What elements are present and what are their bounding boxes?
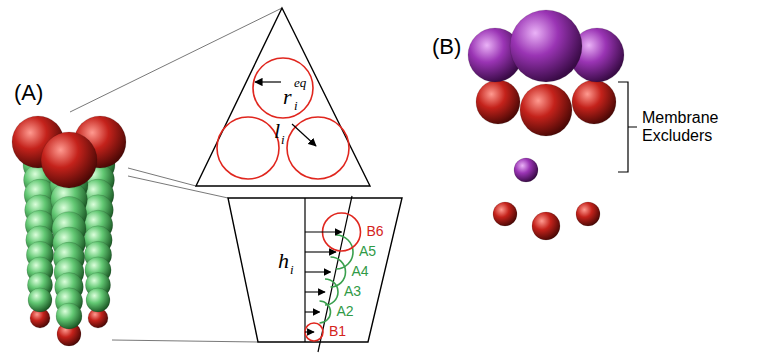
bead-outline (336, 235, 353, 269)
bead (532, 212, 560, 240)
bead-label: A5 (359, 243, 376, 259)
zoom-lines (70, 8, 282, 342)
height-arrow (305, 311, 320, 312)
bead (41, 132, 97, 188)
bead-outline (305, 323, 323, 341)
bead (510, 10, 582, 82)
bead (476, 80, 520, 124)
bead-label: A3 (344, 283, 361, 299)
symbol-superscript: eq (294, 76, 306, 91)
symbol-subscript: i (290, 263, 294, 278)
height-arrow (305, 291, 325, 292)
height-arrow (305, 231, 342, 232)
bead (86, 288, 110, 312)
bead (572, 80, 616, 124)
symbol: r (283, 84, 292, 109)
bead (576, 202, 600, 226)
height-arrow (305, 331, 314, 332)
bracket-label: Membrane Excluders (642, 109, 737, 146)
bead-outline (325, 279, 338, 305)
bead (493, 202, 517, 226)
bead-label: A2 (337, 303, 354, 319)
symbol-subscript: i (281, 133, 285, 148)
bracket (618, 82, 637, 172)
bead (56, 303, 82, 329)
symbol: h (278, 248, 289, 273)
bead (514, 158, 538, 182)
bead (28, 288, 52, 312)
symbol-subscript: i (294, 99, 298, 114)
bead-label: B1 (329, 323, 346, 339)
bead (520, 84, 572, 136)
model-a (12, 116, 126, 346)
cross-section (196, 8, 370, 186)
panel-label: (A) (14, 80, 43, 105)
bead-label: B6 (367, 223, 384, 239)
height-arrow (305, 271, 331, 272)
panel-label: (B) (432, 34, 461, 59)
model-b (468, 10, 624, 240)
side-section (228, 196, 402, 352)
bead-outline (331, 257, 346, 287)
symbol: l (274, 118, 280, 143)
bead-label: A4 (352, 263, 369, 279)
height-arrow (305, 251, 336, 252)
